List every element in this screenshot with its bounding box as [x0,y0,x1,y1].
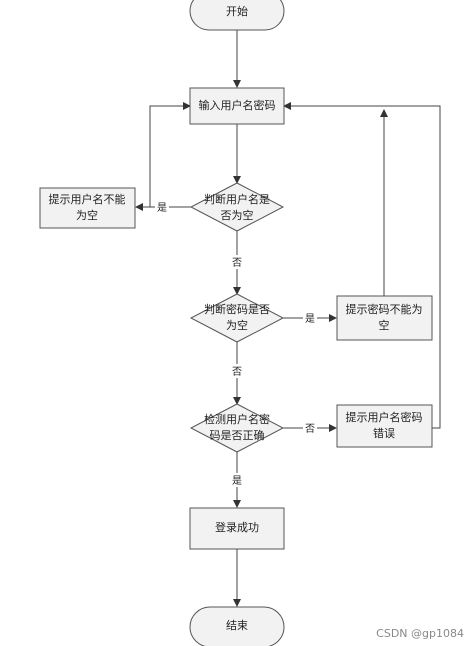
warn-user-node: 提示用户名不能 为空 [39,187,136,229]
start-node: 开始 [189,0,285,31]
end-label: 结束 [226,619,248,632]
edge-warnerr-input [283,102,441,429]
warn-user-label-2: 为空 [76,208,98,222]
watermark: CSDN @gp1084 [376,627,464,640]
edge-label-user-yes: 是 [157,202,167,214]
edge-label-verify-no: 否 [305,423,315,435]
start-label: 开始 [226,4,248,18]
check-user-decision: 判断用户名是 否为空 [189,182,285,232]
check-user-label-2: 否为空 [221,208,254,222]
verify-decision: 检测用户名密 码是否正确 [189,403,285,453]
check-user-label-1: 判断用户名是 [204,192,270,206]
success-label: 登录成功 [215,520,259,534]
warn-err-label-2: 错误 [373,426,395,440]
warn-pwd-node: 提示密码不能为 空 [336,295,433,341]
warn-err-node: 提示用户名密码 错误 [336,404,433,448]
edge-warnuser-input [149,102,191,207]
warn-pwd-label-1: 提示密码不能为 [346,302,423,316]
verify-label-2: 码是否正确 [210,429,265,442]
check-pwd-label-1: 判断密码是否 [204,302,270,316]
edge-label-pwd-no: 否 [232,366,242,378]
edge-label-user-no: 否 [232,257,242,269]
check-pwd-label-2: 为空 [226,318,248,332]
verify-label-1: 检测用户名密 [204,412,270,426]
edge-label-verify-yes: 是 [232,475,242,487]
check-pwd-decision: 判断密码是否 为空 [189,293,285,343]
edge-label-pwd-yes: 是 [305,313,315,325]
warn-err-label-1: 提示用户名密码 [346,410,423,424]
warn-pwd-label-2: 空 [379,318,390,332]
input-node: 输入用户名密码 [189,87,285,125]
end-node: 结束 [189,606,285,646]
warn-user-label-1: 提示用户名不能 [49,192,126,206]
success-node: 登录成功 [189,507,285,550]
input-label: 输入用户名密码 [199,98,276,112]
